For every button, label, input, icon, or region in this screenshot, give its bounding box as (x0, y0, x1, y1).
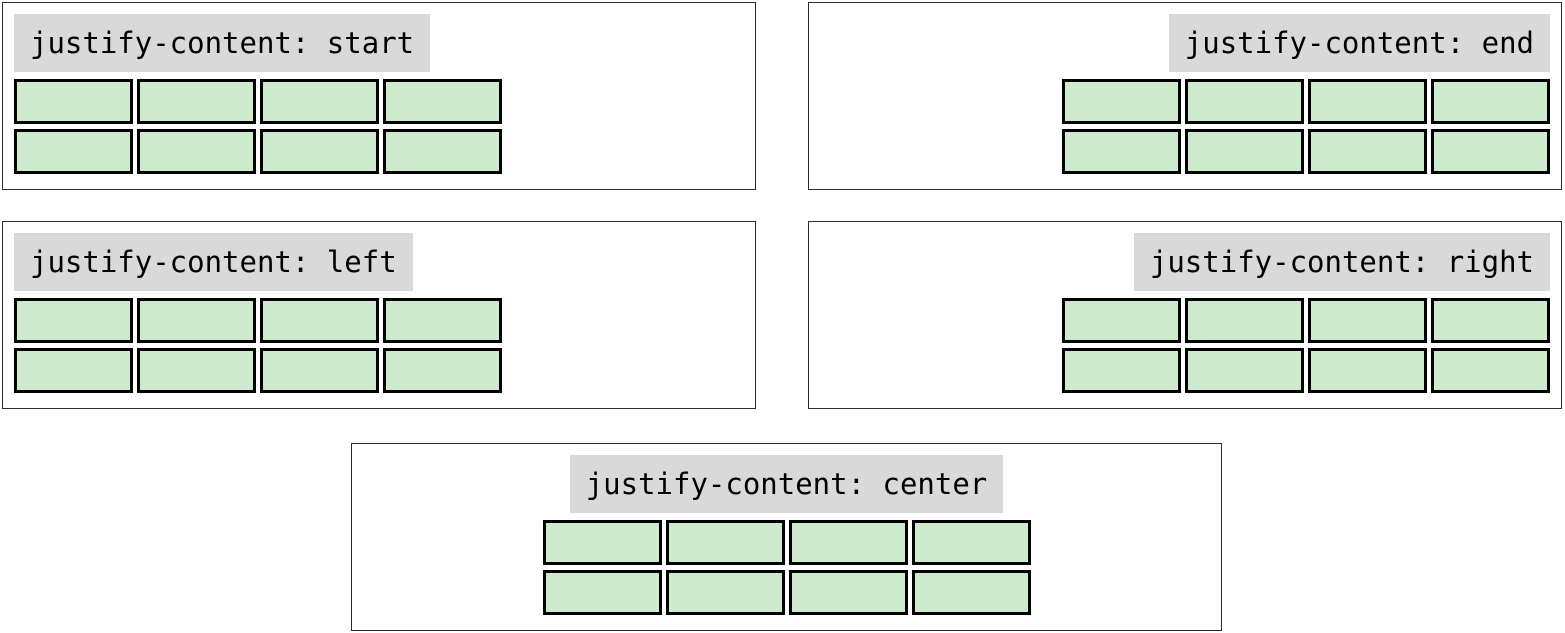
panel-justify-content-right: justify-content: right (808, 221, 1562, 409)
flex-item (14, 348, 133, 393)
box-grid-start (14, 79, 502, 174)
panel-caption-left: justify-content: left (14, 233, 413, 291)
flex-item (911, 570, 1031, 615)
flex-item (1185, 348, 1304, 393)
flex-item (137, 298, 256, 343)
panel-caption-end: justify-content: end (1168, 14, 1550, 72)
flex-item (14, 129, 133, 174)
box-row (1062, 129, 1550, 174)
panel-caption-center: justify-content: center (569, 455, 1004, 513)
flex-item (1431, 129, 1550, 174)
flex-item (1062, 348, 1181, 393)
flex-item (1062, 129, 1181, 174)
flex-item (14, 79, 133, 124)
flex-item (1308, 129, 1427, 174)
box-grid-left (14, 298, 502, 393)
flex-item (260, 298, 379, 343)
panel-caption-start: justify-content: start (14, 14, 431, 72)
flex-item (260, 79, 379, 124)
flex-item (1185, 298, 1304, 343)
flex-item (1308, 298, 1427, 343)
panel-justify-content-start: justify-content: start (2, 2, 756, 190)
box-row (542, 520, 1031, 565)
flex-item (260, 348, 379, 393)
flex-item (137, 79, 256, 124)
flex-item (1431, 298, 1550, 343)
panel-caption-right: justify-content: right (1133, 233, 1550, 291)
flex-item (1062, 298, 1181, 343)
panel-justify-content-end: justify-content: end (808, 2, 1562, 190)
flex-item (1062, 79, 1181, 124)
box-row (1062, 298, 1550, 343)
flex-item (1308, 348, 1427, 393)
box-row (14, 298, 502, 343)
flex-item (911, 520, 1031, 565)
flex-item (542, 570, 662, 615)
flex-item (137, 129, 256, 174)
flex-item (1308, 79, 1427, 124)
box-row (1062, 79, 1550, 124)
flex-item (1431, 348, 1550, 393)
flex-item (14, 298, 133, 343)
box-row (14, 129, 502, 174)
panel-justify-content-center: justify-content: center (351, 443, 1222, 631)
box-row (1062, 348, 1550, 393)
flex-item (260, 129, 379, 174)
flex-item (137, 348, 256, 393)
box-grid-end (1062, 79, 1550, 174)
panel-justify-content-left: justify-content: left (2, 221, 756, 409)
flex-item (665, 520, 785, 565)
box-row (14, 348, 502, 393)
flex-item (1185, 79, 1304, 124)
flex-item (383, 129, 502, 174)
flex-item (1431, 79, 1550, 124)
box-row (14, 79, 502, 124)
box-grid-center (542, 520, 1031, 615)
flex-item (383, 348, 502, 393)
flex-item (788, 570, 908, 615)
box-row (542, 570, 1031, 615)
flex-item (665, 570, 785, 615)
flex-item (383, 79, 502, 124)
flex-item (383, 298, 502, 343)
flex-item (542, 520, 662, 565)
flex-item (788, 520, 908, 565)
box-grid-right (1062, 298, 1550, 393)
flex-item (1185, 129, 1304, 174)
